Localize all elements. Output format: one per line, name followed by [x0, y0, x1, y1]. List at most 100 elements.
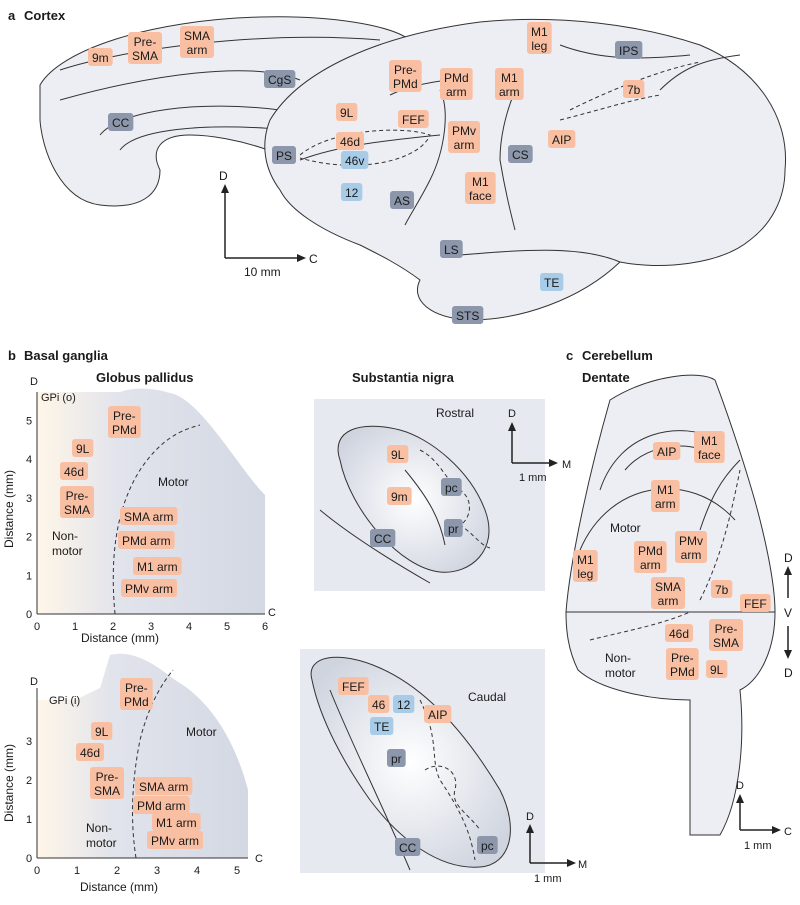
label-sn-caudal-labels-fef: FEF — [342, 680, 365, 694]
label-gpo-labels-d46: 46d — [64, 465, 84, 479]
label-cortex-labels-ls: LS — [444, 243, 459, 257]
label-cortex-labels-a12: 12 — [345, 186, 359, 200]
label-box-cortex-labels-d46: 46d — [336, 132, 365, 150]
label-cortex-labels-sts: STS — [456, 309, 479, 323]
gpo-xtick-label: 4 — [186, 621, 192, 633]
label-box-gpi-labels-l9: 9L — [91, 722, 113, 740]
label-box-cortex-labels-ls: LS — [440, 240, 463, 258]
label-box-cortex-labels-cs: CS — [508, 145, 533, 163]
lateral-hemisphere — [264, 18, 787, 321]
label-box-sn-rostral-labels-l9: 9L — [387, 445, 409, 463]
label-cortex-labels-l9: 9L — [340, 106, 354, 120]
sn-title: Substantia nigra — [352, 370, 455, 385]
gpo-region-label: GPi (o) — [41, 392, 76, 404]
gpi-xtick-label: 3 — [154, 865, 160, 877]
gpo-axis-c: C — [268, 607, 276, 619]
label-cortex-labels-b7: 7b — [627, 83, 641, 97]
label-gpo-labels-m1-arm: M1 arm — [137, 560, 178, 574]
label-sn-caudal-labels-aip: AIP — [428, 708, 447, 722]
label-box-cerebellum-labels-pre-sma: Pre-SMA — [709, 619, 744, 651]
sn-caudal-axis-m: M — [578, 859, 587, 871]
sn-rostral-scale: 1 mm — [519, 472, 547, 484]
label-box-cortex-labels-v46: 46v — [341, 151, 369, 169]
panel-a-letter: a — [8, 8, 16, 23]
panel-a-title: Cortex — [24, 8, 66, 23]
label-box-gpi-labels-pmd-arm: PMd arm — [133, 796, 190, 814]
gp-inner-chart — [36, 653, 248, 859]
gpi-ytick-label: 3 — [26, 736, 32, 748]
label-gpo-labels-sma-arm: SMA arm — [124, 510, 173, 524]
sn-rostral-label: Rostral — [436, 406, 474, 420]
label-cortex-labels-pre-pmd: Pre-PMd — [393, 63, 418, 91]
gpo-axis-d: D — [30, 376, 38, 388]
label-sn-rostral-labels-pc: pc — [445, 481, 458, 495]
label-box-cortex-labels-as: AS — [390, 191, 415, 209]
label-cerebellum-labels-d46: 46d — [669, 627, 689, 641]
label-box-sn-rostral-labels-pr: pr — [444, 519, 463, 537]
label-box-gpi-labels-pre-sma: Pre-SMA — [90, 767, 125, 799]
label-box-gpi-labels-m1-arm: M1 arm — [152, 813, 201, 831]
sn-rostral-axis-d: D — [508, 408, 516, 420]
label-box-sn-caudal-labels-cc: CC — [395, 838, 421, 856]
dentate-title: Dentate — [582, 370, 630, 385]
label-sn-caudal-labels-a46: 46 — [372, 698, 386, 712]
label-box-gpo-labels-m1-arm: M1 arm — [133, 557, 182, 575]
label-box-sn-caudal-labels-aip: AIP — [424, 705, 452, 723]
gpi-ytick-label: 0 — [26, 853, 32, 865]
label-box-gpo-labels-pre-sma: Pre-SMA — [60, 486, 95, 518]
label-box-gpo-labels-pmv-arm: PMv arm — [121, 579, 177, 597]
gpi-x-axis-label: Distance (mm) — [80, 880, 158, 894]
label-box-cerebellum-labels-pre-pmd: Pre-PMd — [666, 648, 699, 680]
label-box-gpi-labels-d46: 46d — [76, 743, 105, 761]
panel-c-title: Cerebellum — [582, 348, 653, 363]
label-box-gpo-labels-l9: 9L — [72, 439, 94, 457]
gpi-ytick-label: 2 — [26, 775, 32, 787]
sn-caudal-box: Caudal — [300, 649, 545, 873]
label-gpi-labels-sma-arm: SMA arm — [139, 780, 188, 794]
label-box-sn-caudal-labels-a46: 46 — [368, 695, 390, 713]
gpo-motor-label: Motor — [158, 475, 189, 489]
label-box-sn-caudal-labels-fef: FEF — [338, 677, 369, 695]
label-box-cortex-labels-pre-pmd: Pre-PMd — [389, 60, 422, 92]
sn-caudal-axes: D M 1 mm — [526, 811, 587, 885]
dentate-axis-d: D — [736, 780, 744, 792]
sn-caudal-label: Caudal — [468, 690, 506, 704]
label-cortex-labels-pre-sma: Pre-SMA — [132, 35, 158, 63]
label-gpo-labels-pre-sma: Pre-SMA — [64, 489, 90, 517]
label-box-gpi-labels-sma-arm: SMA arm — [135, 777, 193, 795]
gpo-y-axis-label: Distance (mm) — [2, 470, 16, 548]
label-box-sn-caudal-labels-pr: pr — [387, 749, 406, 767]
gpi-xtick-label: 5 — [234, 865, 240, 877]
sn-caudal-scale: 1 mm — [534, 873, 562, 885]
label-cerebellum-labels-aip: AIP — [657, 445, 676, 459]
label-box-cerebellum-labels-b7: 7b — [711, 580, 733, 598]
label-cortex-labels-cc: CC — [112, 116, 130, 130]
gpi-xtick-label: 1 — [74, 865, 80, 877]
dentate-axis-d-top: D — [784, 551, 793, 565]
label-box-cortex-labels-cgs: CgS — [264, 70, 296, 88]
cortex-axis-c: C — [309, 252, 318, 266]
cortex-axis-d: D — [219, 169, 228, 183]
label-box-cortex-labels-a12: 12 — [341, 183, 363, 201]
label-gpo-labels-pre-pmd: Pre-PMd — [112, 409, 137, 437]
label-sn-rostral-labels-cc: CC — [374, 532, 392, 546]
cortex-axes: D C 10 mm — [219, 169, 318, 279]
label-cerebellum-labels-pre-pmd: Pre-PMd — [670, 651, 695, 679]
